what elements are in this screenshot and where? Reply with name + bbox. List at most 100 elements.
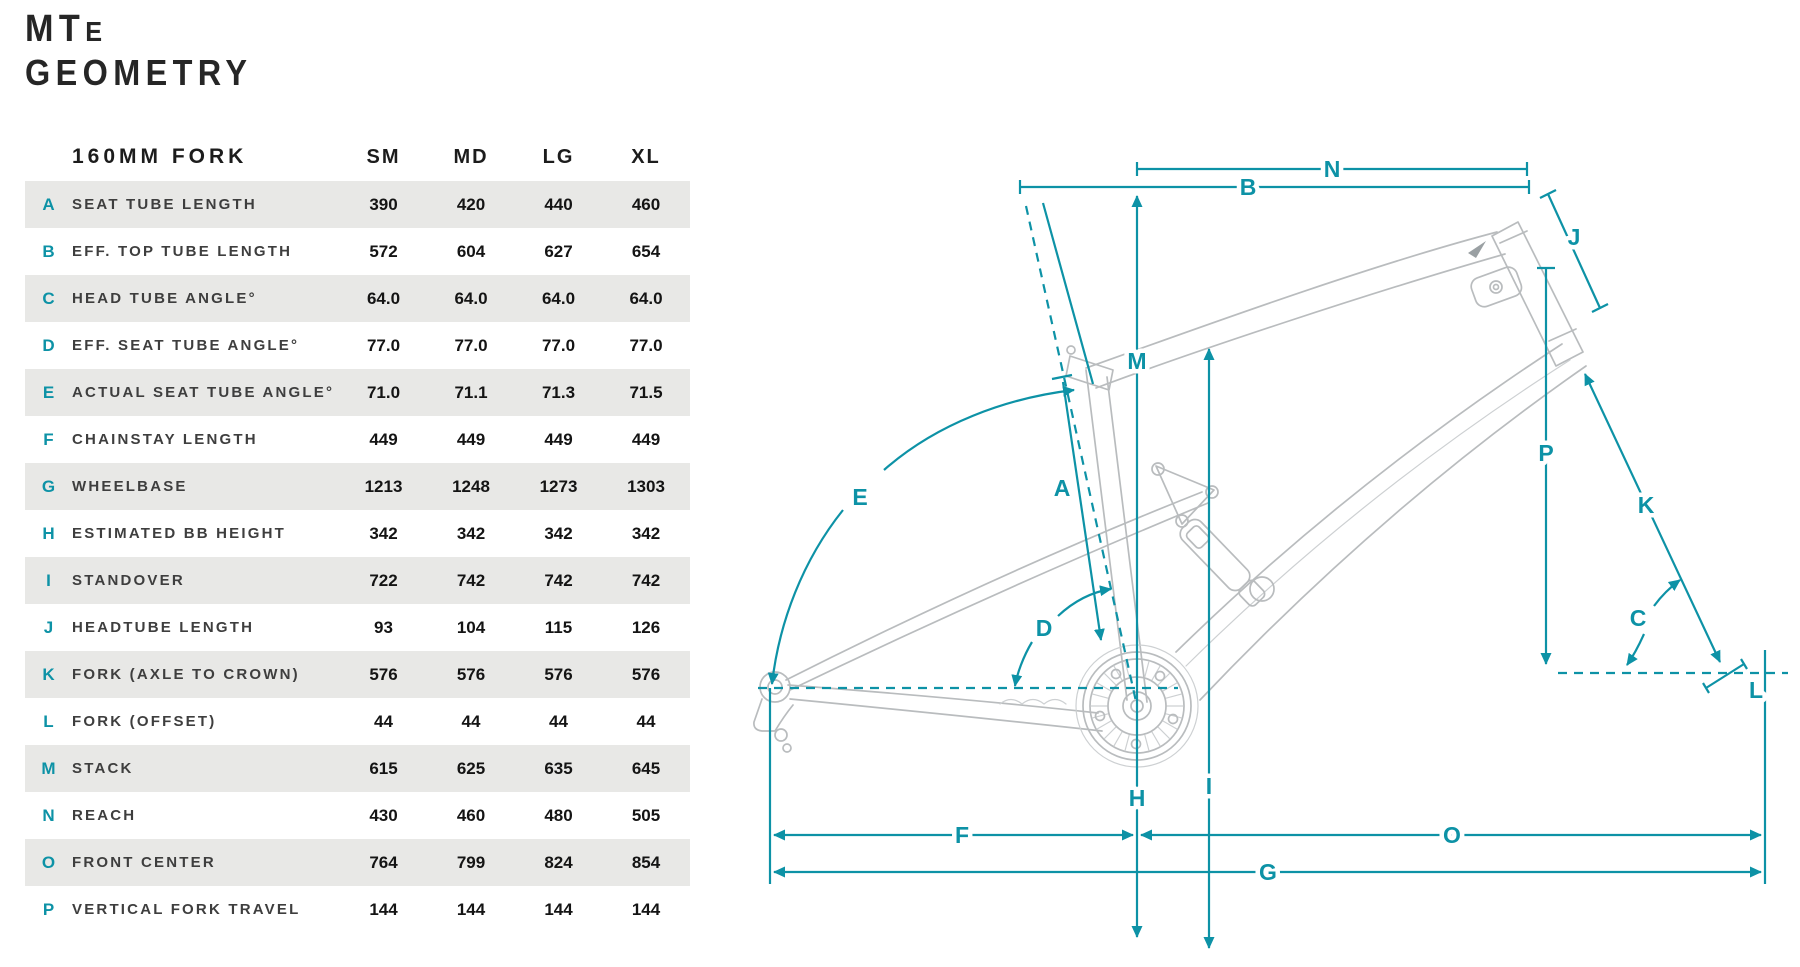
dim-label-f: F [955,822,969,848]
row-label: CHAINSTAY LENGTH [72,431,258,448]
row-value: 64.0 [629,288,663,308]
row-value: 576 [369,664,398,684]
row-value: 576 [631,664,661,684]
row-letter: E [42,382,55,402]
row-label: FORK (OFFSET) [72,713,217,730]
row-value: 742 [456,570,486,590]
row-letter: G [41,476,56,496]
row-value: 44 [461,711,481,731]
row-value: 1303 [627,476,665,496]
row-value: 342 [369,523,398,543]
dim-label-h: H [1129,785,1146,811]
table-row: B EFF. TOP TUBE LENGTH 572 604 627 654 [25,228,690,275]
model-name-main: MT [25,8,86,50]
row-value: 654 [631,241,661,261]
row-letter: H [42,523,55,543]
row-value: 342 [631,523,661,543]
dim-label-e: E [852,484,867,510]
row-label: EFF. TOP TUBE LENGTH [72,243,293,260]
dim-label-i: I [1206,773,1212,799]
row-value: 44 [636,711,656,731]
row-label: FORK (AXLE TO CROWN) [72,666,300,683]
row-letter: J [43,617,54,637]
row-value: 420 [456,194,486,214]
row-label: REACH [72,807,137,824]
row-value: 824 [544,852,573,872]
row-value: 77.0 [541,335,576,355]
page-subtitle: GEOMETRY [25,51,253,93]
column-header-sm: SM [366,145,401,168]
dim-label-o: O [1443,822,1461,848]
row-letter: D [42,335,55,355]
row-letter: L [43,711,54,731]
dim-label-b: B [1240,174,1257,200]
row-label: STACK [72,760,134,777]
column-header-xl: XL [631,145,661,168]
row-value: 1213 [364,476,403,496]
dimension-labels: N B J M A E D H I F O G P K C L [848,152,1768,890]
row-value: 115 [544,617,573,637]
row-value: 144 [631,899,661,919]
row-value: 604 [456,241,486,261]
row-value: 390 [369,194,398,214]
row-letter: B [42,241,55,261]
row-value: 854 [631,852,661,872]
table-row: M STACK 615 625 635 645 [25,745,690,792]
row-value: 764 [369,852,398,872]
row-value: 576 [544,664,573,684]
row-label: STANDOVER [72,572,185,589]
row-value: 480 [544,805,573,825]
dim-label-p: P [1538,440,1553,466]
row-label: ESTIMATED BB HEIGHT [72,525,287,542]
row-value: 627 [544,241,573,261]
row-value: 93 [374,617,393,637]
row-value: 615 [369,758,398,778]
row-value: 44 [374,711,393,731]
row-value: 449 [544,429,573,449]
row-value: 77.0 [366,335,401,355]
row-letter: K [42,664,55,684]
row-value: 449 [369,429,398,449]
column-header-md: MD [453,145,489,168]
row-label: FRONT CENTER [72,854,216,871]
row-letter: M [41,758,56,778]
row-value: 742 [631,570,661,590]
dim-label-d: D [1036,615,1053,641]
row-value: 71.3 [541,382,576,402]
row-value: 722 [369,570,398,590]
dim-label-m: M [1127,348,1146,374]
row-letter: A [42,194,55,214]
page-title: MTE GEOMETRY [25,8,253,93]
table-header-row: 160MM FORK SM MD LG XL [25,133,690,181]
dim-label-k: K [1638,492,1655,518]
row-letter: F [43,429,54,449]
dim-label-j: J [1568,224,1581,250]
row-value: 126 [631,617,661,637]
row-value: 625 [456,758,486,778]
row-label: ACTUAL SEAT TUBE ANGLE° [72,384,335,401]
row-label: VERTICAL FORK TRAVEL [72,901,301,918]
row-value: 430 [369,805,398,825]
row-value: 144 [456,899,486,919]
row-value: 1273 [539,476,578,496]
dim-label-n: N [1324,156,1341,182]
row-value: 104 [456,617,486,637]
row-value: 645 [631,758,661,778]
row-value: 440 [544,194,573,214]
row-value: 77.0 [629,335,663,355]
row-value: 572 [369,241,398,261]
row-value: 44 [549,711,568,731]
row-value: 635 [544,758,573,778]
row-letter: P [42,899,55,919]
row-letter: O [41,852,56,872]
row-value: 460 [631,194,661,214]
